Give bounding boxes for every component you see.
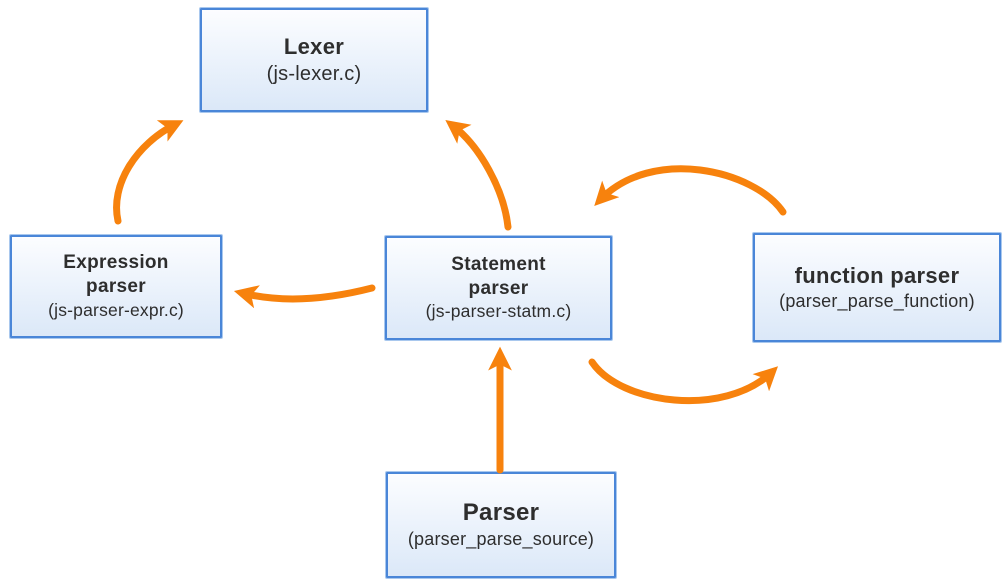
node-function-parser: function parser (parser_parse_function) [753, 233, 1001, 342]
arrow-statement-parser-to-expression-parser [233, 284, 376, 309]
arrow-expression-parser-to-lexer [113, 120, 184, 225]
node-function-parser-subtitle: (parser_parse_function) [779, 290, 975, 311]
node-lexer-title: Lexer [283, 34, 345, 60]
node-statement-parser-title: Statement parser [451, 253, 546, 299]
node-expression-parser-subtitle: (js-parser-expr.c) [48, 299, 184, 320]
arrow-statement-parser-to-function-parser [588, 358, 779, 404]
node-lexer-subtitle: (js-lexer.c) [266, 62, 362, 85]
node-function-parser-title: function parser [794, 263, 960, 289]
arrow-function-parser-to-statement-parser [594, 165, 787, 216]
node-parser: Parser (parser_parse_source) [386, 472, 616, 578]
node-statement-parser: Statement parser (js-parser-statm.c) [385, 236, 612, 340]
node-parser-title: Parser [462, 499, 540, 527]
node-statement-parser-subtitle: (js-parser-statm.c) [425, 301, 572, 322]
node-parser-subtitle: (parser_parse_source) [407, 529, 595, 550]
arrow-statement-parser-to-lexer [445, 119, 512, 231]
node-lexer: Lexer (js-lexer.c) [200, 8, 428, 112]
node-expression-parser: Expression parser (js-parser-expr.c) [10, 235, 222, 338]
node-expression-parser-title: Expression parser [63, 252, 169, 298]
